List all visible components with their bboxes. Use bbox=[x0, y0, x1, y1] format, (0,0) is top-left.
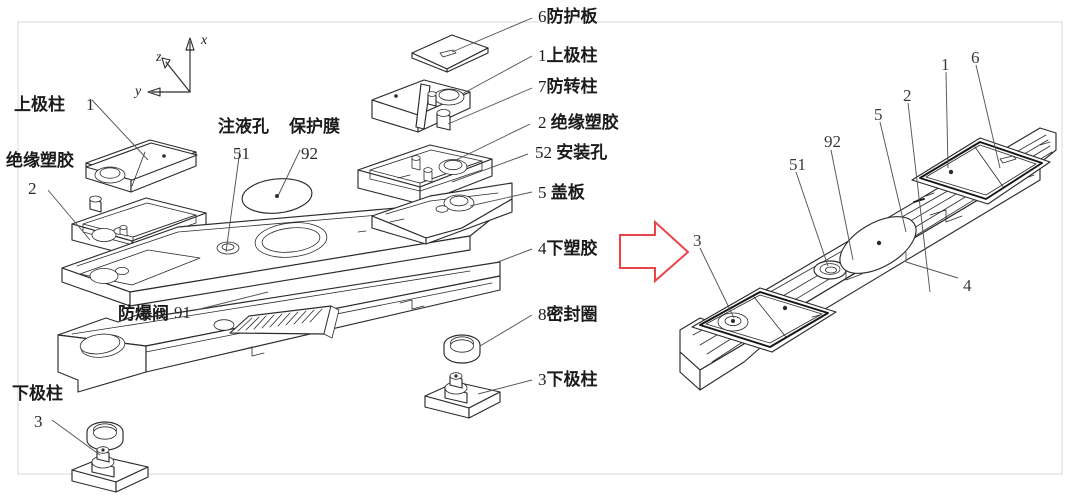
label-upper-pole: 1上极柱 bbox=[538, 47, 598, 64]
label-mounting-hole-number: 52 bbox=[535, 143, 552, 162]
part-seal-ring-right bbox=[443, 334, 481, 364]
label-injection-hole-number: 51 bbox=[233, 144, 250, 163]
label-sealing-ring-number: 8 bbox=[538, 305, 547, 324]
leader-lines-assembly bbox=[699, 64, 1001, 319]
part-cover-plate-right bbox=[371, 182, 513, 245]
callout-6: 6 bbox=[971, 48, 980, 67]
label-sealing-ring-text: 密封圈 bbox=[546, 305, 598, 324]
part-lower-pole-left bbox=[71, 446, 149, 493]
callout-1: 1 bbox=[941, 55, 950, 74]
label-upper-pole-text: 上极柱 bbox=[546, 46, 598, 65]
label-lower-plastic-text: 下塑胶 bbox=[546, 239, 598, 258]
assembled-protective-film bbox=[839, 216, 917, 274]
label-injection-hole: 注液孔 bbox=[218, 117, 269, 136]
ribbed-vent bbox=[229, 305, 340, 339]
label-lower-pole-number: 3 bbox=[538, 370, 547, 389]
label-protective-film: 保护膜 bbox=[289, 117, 340, 136]
part-lower-plastic bbox=[57, 261, 501, 393]
label-cover-plate-text: 盖板 bbox=[550, 183, 585, 202]
callout-2: 2 bbox=[903, 86, 912, 105]
label-insulating-plastic: 2 绝缘塑胶 bbox=[538, 114, 619, 131]
label-mounting-hole-text: 安装孔 bbox=[556, 143, 608, 162]
label-protective-plate: 6防护板 bbox=[538, 8, 598, 25]
leader-lines-right bbox=[447, 17, 533, 395]
label-lower-pole: 3下极柱 bbox=[538, 371, 598, 388]
assembled-battery-cover bbox=[679, 127, 1057, 391]
label-cover-plate-number: 5 bbox=[538, 183, 547, 202]
label-sealing-ring: 8密封圈 bbox=[538, 306, 598, 323]
label-lower-pole-left: 下极柱 bbox=[12, 384, 63, 403]
label-upper-pole-left-number: 1 bbox=[86, 95, 95, 114]
label-lower-pole-left-number: 3 bbox=[34, 412, 43, 431]
label-insulating-plastic-left: 绝缘塑胶 bbox=[6, 151, 74, 170]
callout-5: 5 bbox=[874, 105, 883, 124]
label-mounting-hole: 52 安装孔 bbox=[535, 144, 607, 161]
page-frame bbox=[17, 21, 1063, 475]
label-anti-rotation-post-number: 7 bbox=[538, 77, 547, 96]
label-insulating-plastic-number: 2 bbox=[538, 113, 547, 132]
part-protective-film bbox=[241, 178, 313, 214]
leader-lines-left bbox=[47, 99, 301, 456]
part-lower-pole-right bbox=[424, 372, 501, 419]
part-upper-pole-left bbox=[85, 139, 198, 213]
label-cover-plate: 5 盖板 bbox=[538, 184, 585, 201]
callout-92: 92 bbox=[824, 132, 841, 151]
callout-3: 3 bbox=[693, 231, 702, 250]
coordinate-axes-glyph bbox=[147, 37, 195, 97]
label-lower-plastic: 4下塑胶 bbox=[538, 240, 598, 257]
label-protective-plate-text: 防护板 bbox=[546, 7, 598, 26]
label-explosion-valve-number: 91 bbox=[174, 303, 191, 322]
label-lower-pole-text: 下极柱 bbox=[546, 370, 598, 389]
label-protective-plate-number: 6 bbox=[538, 7, 547, 26]
label-anti-rotation-post-text: 防转柱 bbox=[546, 77, 598, 96]
part-seal-ring-left bbox=[86, 421, 124, 451]
label-insulating-plastic-left-number: 2 bbox=[28, 179, 37, 198]
label-protective-film-number: 92 bbox=[301, 144, 318, 163]
callout-4: 4 bbox=[963, 276, 972, 295]
part-protective-plate bbox=[411, 34, 489, 73]
label-explosion-valve: 防爆阀 bbox=[118, 304, 169, 323]
label-upper-pole-left: 上极柱 bbox=[14, 95, 65, 114]
callout-51: 51 bbox=[789, 155, 806, 174]
transition-arrow bbox=[619, 219, 690, 284]
part-upper-pole-right bbox=[371, 79, 471, 133]
label-upper-pole-number: 1 bbox=[538, 46, 547, 65]
label-insulating-plastic-text: 绝缘塑胶 bbox=[550, 113, 619, 132]
axis-label-y: y bbox=[135, 84, 142, 99]
assembled-pole-near bbox=[691, 287, 837, 353]
label-lower-plastic-number: 4 bbox=[538, 239, 547, 258]
axis-label-x: x bbox=[201, 33, 208, 48]
assembled-pole-far bbox=[911, 137, 1051, 205]
axis-label-z: z bbox=[156, 50, 162, 65]
label-anti-rotation-post: 7防转柱 bbox=[538, 78, 598, 95]
